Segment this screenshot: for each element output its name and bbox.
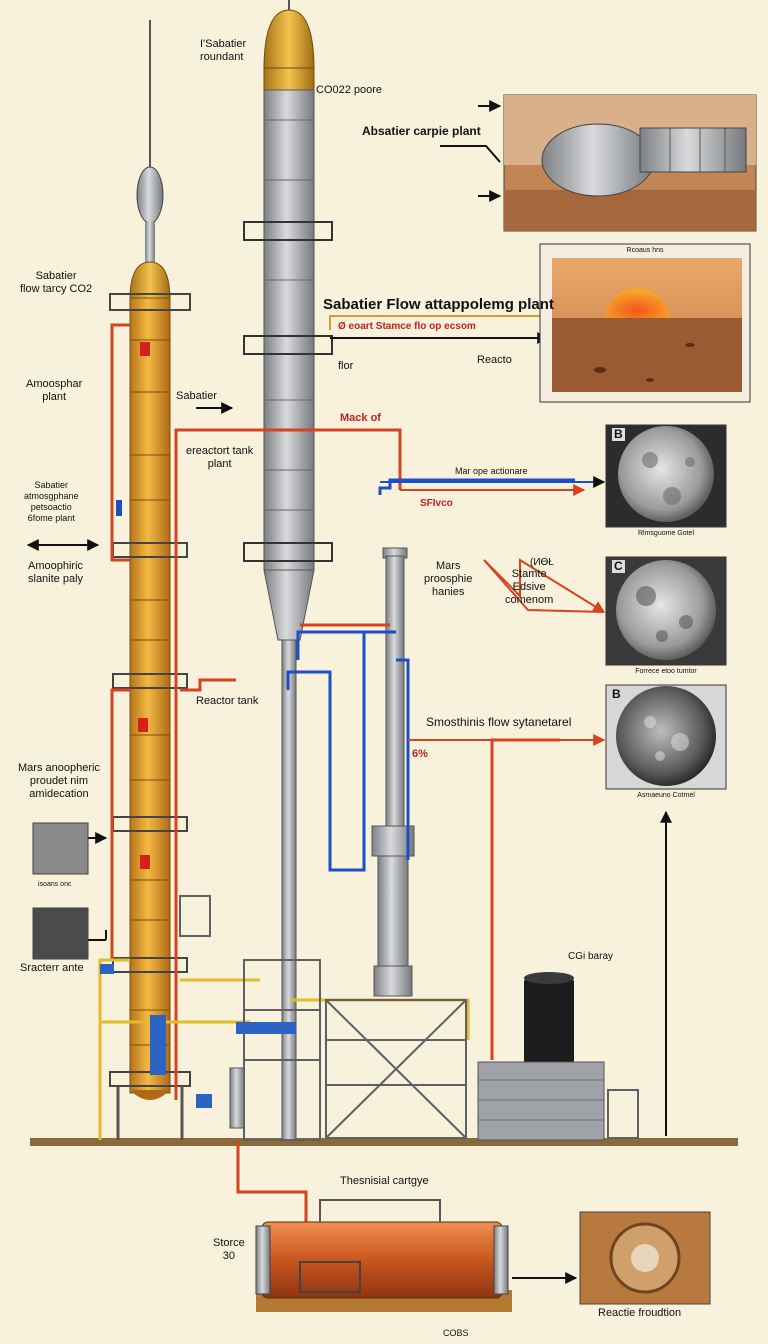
moon-panel-1: [605, 424, 727, 528]
label-cobs: COBS: [443, 1328, 469, 1338]
label-mars-proosphie: Mars proosphie hanies: [424, 560, 473, 598]
mars-module-photo: [503, 94, 757, 232]
label-sabatier-flow-plant: Sabatier Flow attappolemg plant: [323, 296, 554, 313]
reactor-cartridge: [255, 1199, 512, 1312]
ground-line: [30, 1138, 738, 1146]
label-absatier-plant: Absatier carpie plant: [362, 124, 481, 138]
label-reacto: Reacto: [477, 354, 512, 366]
moon2-letter: C: [612, 559, 625, 573]
secondary-column: [371, 547, 415, 997]
label-sabatier-arrow: Sabatier: [176, 390, 217, 402]
label-thermal-cartgye: Thesnisial cartgye: [340, 1175, 429, 1187]
black-storage-tank: [524, 978, 574, 1068]
label-sabatier-atmosphere: Sabatier atmosgphane petsoactio 6fome pl…: [24, 480, 79, 523]
moon3-caption: Asmaeuno Cotmel: [637, 792, 695, 799]
label-vzol: (ИӨŁ: [530, 557, 554, 568]
moon1-caption: Rlmsguome Gotel: [637, 530, 695, 537]
label-cgi-baray: CGi baray: [568, 951, 614, 962]
label-storce: Storce 30: [213, 1237, 245, 1262]
red-arrows: [400, 484, 606, 746]
control-building: [477, 1061, 605, 1141]
rock-thumbnail-1: [32, 822, 89, 875]
label-reactie-frocudtion: Reactie froudtion: [598, 1307, 682, 1319]
orange-feed-pipe: [329, 315, 540, 330]
label-mar-opo: Mar ope actionare: [455, 466, 528, 476]
arrows: [26, 100, 672, 1284]
rock-thumbnail-2: [32, 907, 89, 960]
label-amophic-stanite: Amoophiric slanite paly: [28, 560, 84, 585]
blue-pipes: [286, 478, 575, 872]
label-mack-of: Mack of: [340, 412, 381, 424]
label-stamte-edisive: Stamte Edsive comenom: [505, 568, 554, 606]
moon3-letter: B: [612, 687, 621, 701]
label-sabatier-roundant: I'Sabatier roundant: [200, 38, 247, 63]
label-mars-anoopheric: Mars anoopheric proudet nim amidecation: [18, 762, 100, 800]
moon2-caption: Forrece etoo tumtor: [635, 668, 697, 675]
sunset-heading: Rcoaus hns: [626, 247, 664, 254]
small-silo: [229, 1067, 245, 1129]
label-smosthinis-flow: Smosthinis flow sytanetarel: [426, 715, 572, 729]
crater-sample-photo: [579, 1211, 711, 1305]
orange-column: [98, 20, 191, 1140]
label-reactor-tank-plant: ereactort tank plant: [186, 445, 254, 470]
label-co2-poore: CO022 poore: [316, 84, 383, 96]
moon-panel-2: [605, 556, 727, 666]
label-reactor-tank: Reactor tank: [196, 695, 259, 707]
label-percent: 6%: [412, 748, 428, 760]
moon-panel-3: [605, 684, 727, 790]
label-sfivco: SFIvco: [420, 498, 453, 509]
mars-sunset-photo: [539, 243, 751, 403]
steel-column: [243, 0, 333, 1141]
label-amosphar-plant: Amoosphar plant: [26, 378, 83, 403]
process-frame: [179, 895, 639, 1141]
label-sracterr-ante: Sracterr ante: [20, 962, 84, 974]
label-flor: flor: [338, 360, 354, 372]
label-sabatier-flow-co2: Sabatier flow tarcy CO2: [20, 270, 93, 295]
label-stamce-flo: Ø eoart Stamce flo op ecsom: [338, 321, 476, 332]
moon1-letter: B: [612, 427, 625, 441]
label-isoans-onc: isoans onc: [38, 881, 72, 888]
